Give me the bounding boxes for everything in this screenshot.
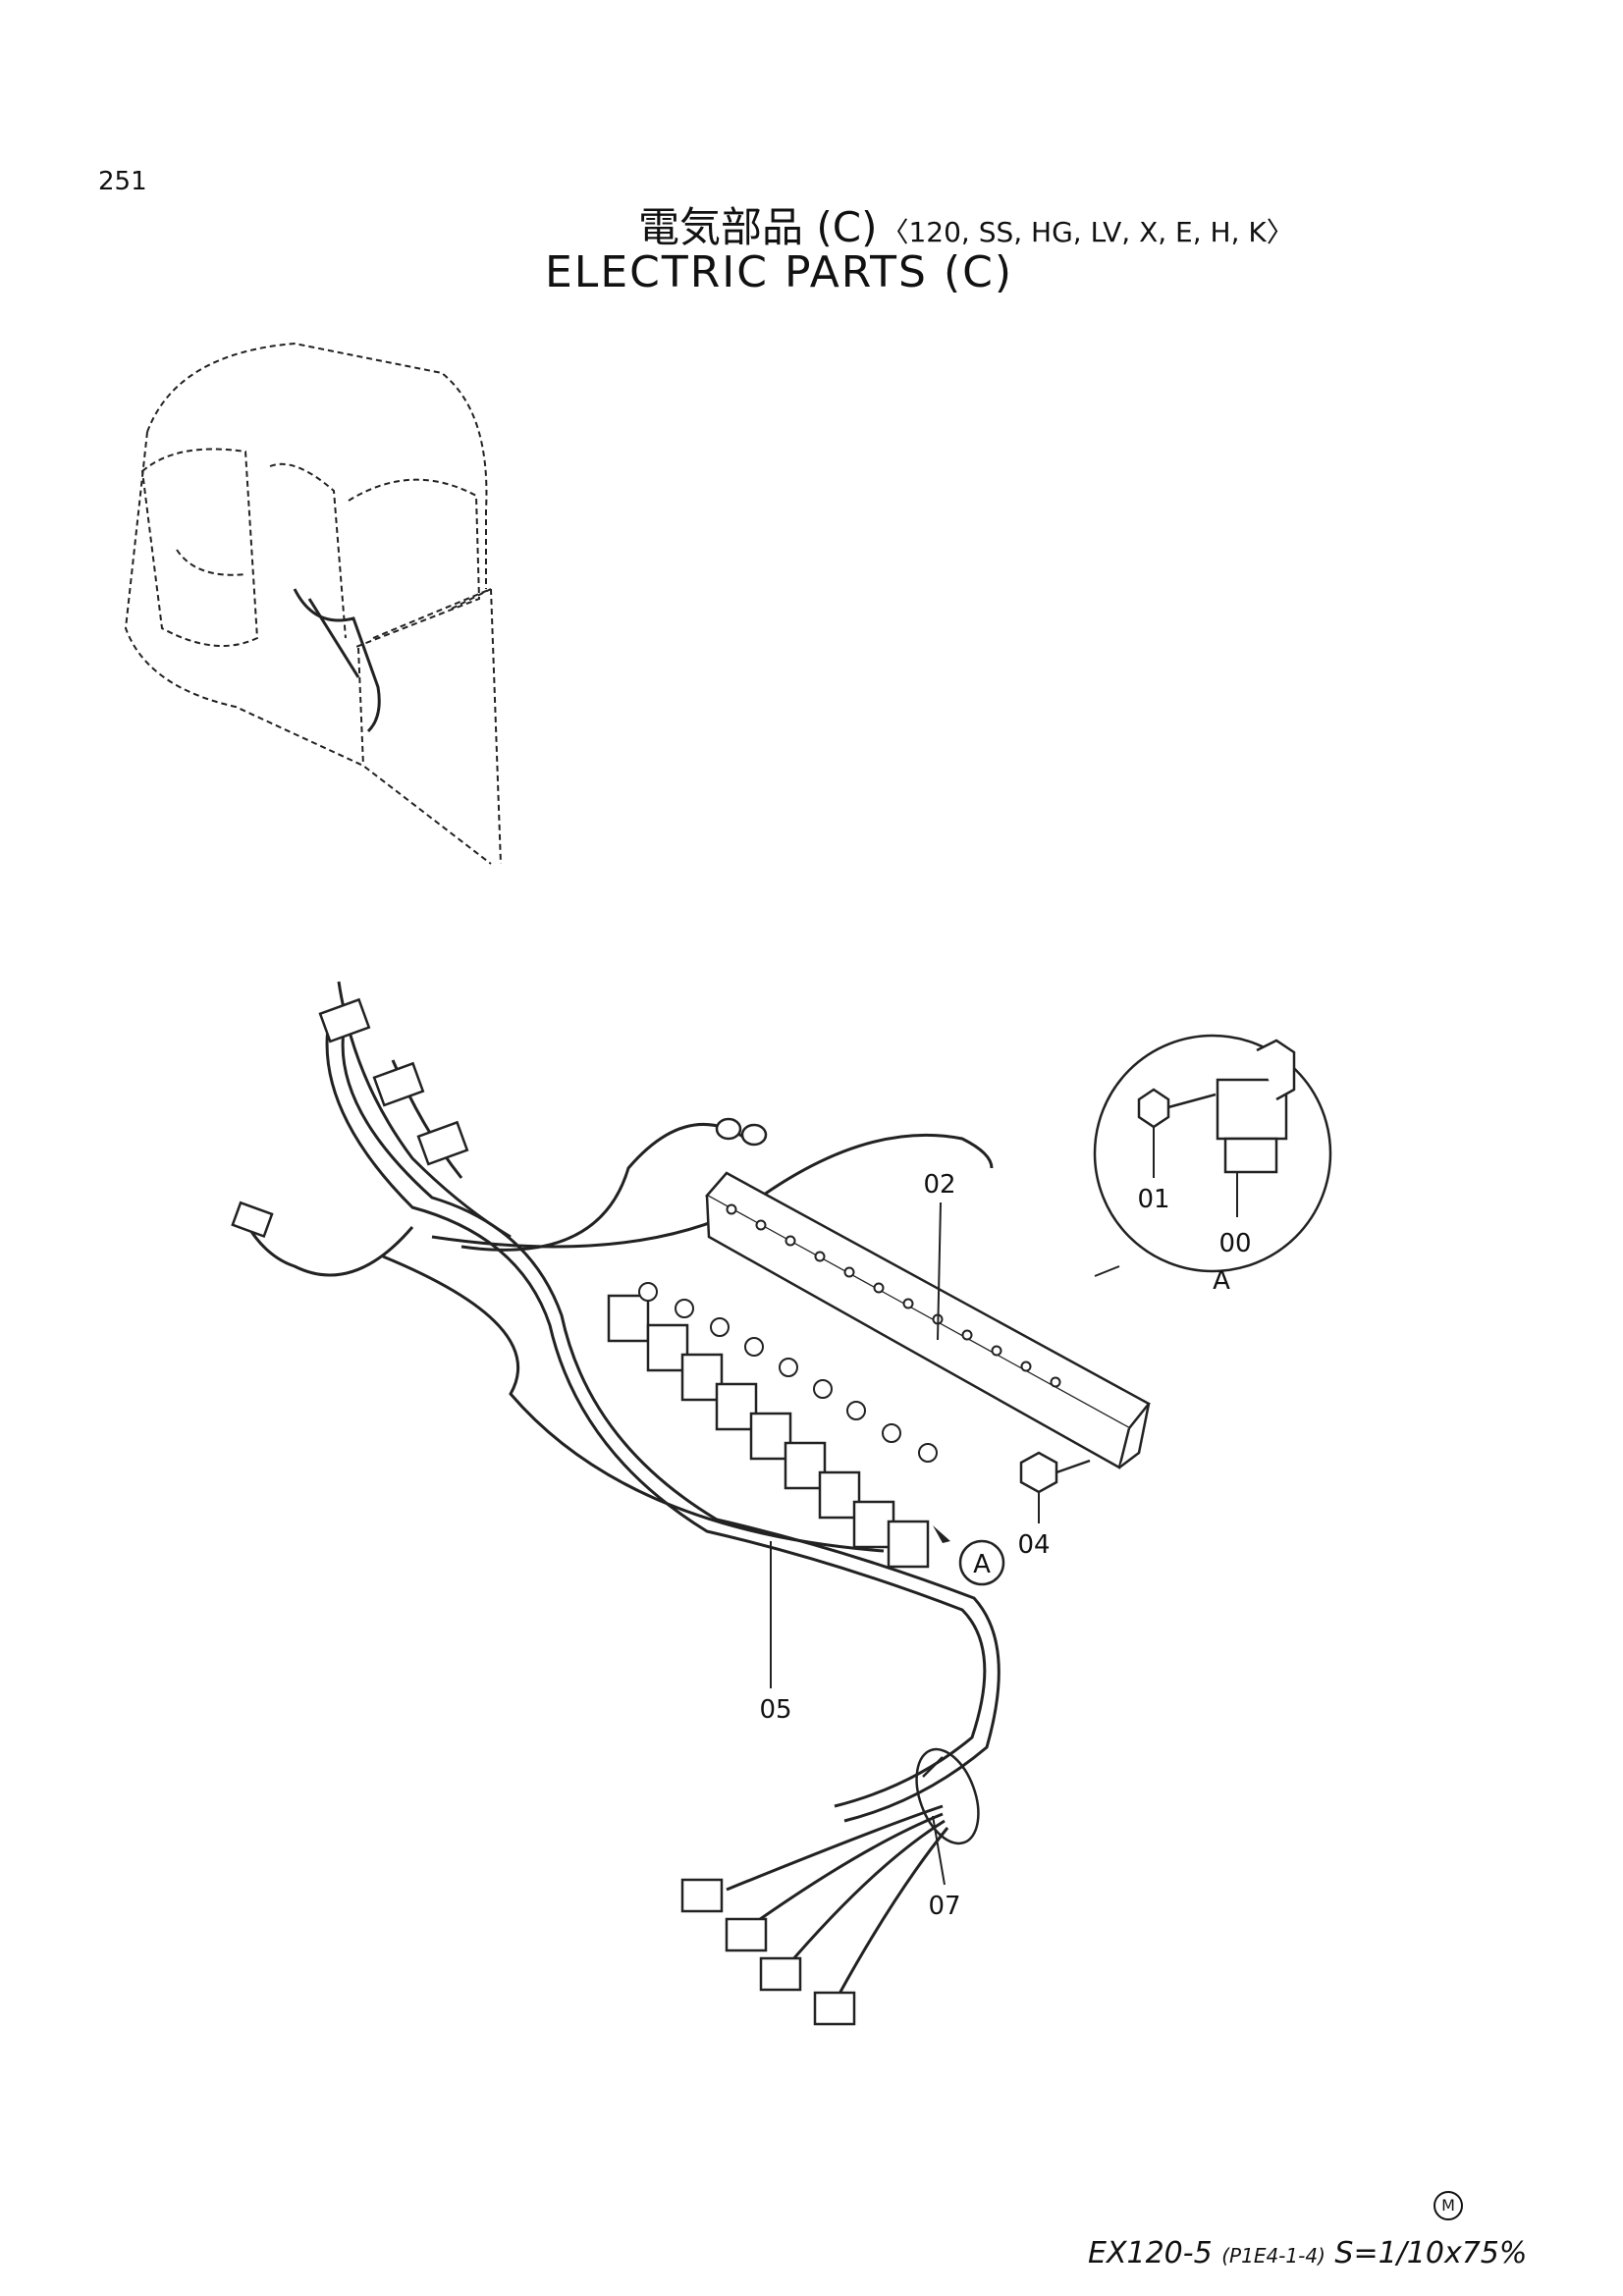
branch-connectors: [680, 1878, 856, 2026]
harness-drawing: [243, 981, 1001, 1823]
detail-relay-drawing: [1137, 1039, 1296, 1174]
m-mark: M: [1434, 2191, 1463, 2220]
bolt-drawing: [1019, 1451, 1091, 1494]
callout-04: 04: [1017, 1530, 1050, 1560]
scale: S=1/10x75%: [1334, 2236, 1528, 2270]
callout-05: 05: [759, 1695, 791, 1725]
harness-connectors: [231, 997, 768, 1239]
relay-screws: [638, 1282, 938, 1463]
callout-02: 02: [923, 1170, 955, 1200]
footer: EX120-5 (P1E4-1-4) S=1/10x75%: [1088, 2236, 1527, 2270]
detail-a: [1093, 1034, 1332, 1277]
callout-00: 00: [1218, 1229, 1251, 1258]
title-japanese: 電気部品 (C)〈120, SS, HG, LV, X, E, H, K〉: [638, 194, 1294, 254]
title-english: ELECTRIC PARTS (C): [545, 247, 1014, 297]
bracket-drawing: [705, 1171, 1151, 1469]
clip-drawing: [915, 1747, 980, 1845]
title-japanese-text: 電気部品 (C): [638, 203, 878, 251]
model-code: EX120-5: [1088, 2236, 1213, 2270]
cab-overview-drawing: [124, 342, 502, 865]
model-list: 〈120, SS, HG, LV, X, E, H, K〉: [881, 216, 1294, 248]
detail-marker-a: A: [933, 1525, 1005, 1586]
detail-label-a: A: [1213, 1266, 1230, 1296]
callout-07: 07: [928, 1892, 960, 1921]
leader-lines: [770, 1127, 1238, 1886]
catalog-code: (P1E4-1-4): [1221, 2244, 1325, 2268]
callout-01: 01: [1137, 1185, 1169, 1214]
page-number: 251: [98, 167, 147, 196]
relay-row: [607, 1294, 930, 1569]
detail-marker-label: A: [973, 1550, 991, 1579]
detail-leader: [1094, 1265, 1120, 1277]
cab-wiring-sketch: [293, 588, 381, 733]
branch-harness: [726, 1804, 949, 2003]
